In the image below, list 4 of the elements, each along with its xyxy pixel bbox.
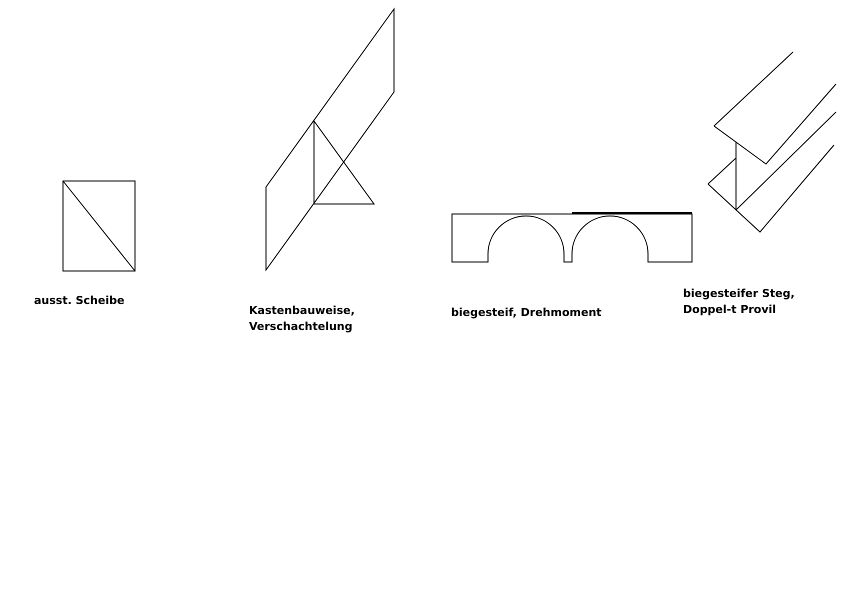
caption: Kastenbauweise, Verschachtelung [249, 303, 356, 335]
caption: biegesteif, Drehmoment [451, 305, 603, 321]
caption: biegesteifer Steg, Doppel-t Provil [683, 286, 796, 318]
caption: ausst. Scheibe [34, 293, 126, 309]
